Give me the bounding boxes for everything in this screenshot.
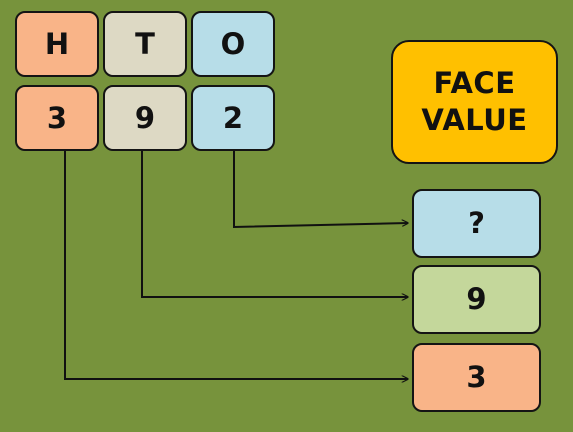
ones-face-value-answer: ?	[412, 189, 541, 258]
arrow-tens	[141, 151, 408, 297]
face-value-line1: FACE	[433, 65, 516, 100]
face-value-label: FACE VALUE	[391, 40, 558, 164]
arrow-hundreds	[64, 151, 408, 379]
tens-header: T	[103, 11, 187, 77]
ones-digit: 2	[191, 85, 275, 151]
ones-header: O	[191, 11, 275, 77]
hundreds-header: H	[15, 11, 99, 77]
hundreds-face-value-answer: 3	[412, 343, 541, 412]
face-value-line2: VALUE	[421, 103, 528, 137]
arrow-ones	[233, 151, 408, 229]
tens-digit: 9	[103, 85, 187, 151]
hundreds-digit: 3	[15, 85, 99, 151]
tens-face-value-answer: 9	[412, 265, 541, 334]
